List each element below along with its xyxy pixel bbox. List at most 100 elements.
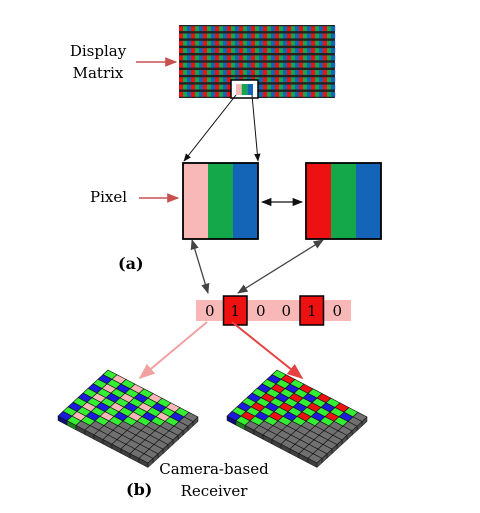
matrix-subpixel [283, 26, 288, 32]
camera-sensor-grid-off [57, 369, 199, 469]
matrix-subpixel [207, 48, 212, 53]
matrix-subpixel [231, 70, 236, 75]
matrix-subpixel [183, 33, 188, 39]
matrix-subpixel [279, 48, 284, 53]
matrix-subpixel [203, 48, 208, 53]
matrix-subpixel [291, 33, 296, 39]
matrix-subpixel [243, 70, 248, 75]
matrix-subpixel [235, 55, 240, 61]
matrix-subpixel [267, 55, 272, 61]
matrix-subpixel [183, 40, 188, 46]
matrix-subpixel [207, 77, 212, 83]
matrix-subpixel [291, 55, 296, 61]
matrix-subpixel [303, 91, 308, 97]
matrix-subpixel [323, 55, 328, 61]
matrix-subpixel [263, 55, 268, 61]
matrix-subpixel [183, 84, 188, 90]
matrix-subpixel [311, 48, 316, 53]
matrix-subpixel [331, 77, 336, 83]
matrix-subpixel [183, 26, 188, 32]
matrix-subpixel [303, 62, 308, 68]
matrix-subpixel [219, 84, 224, 90]
matrix-subpixel [299, 33, 304, 39]
pixel-subpixel [233, 163, 259, 239]
matrix-subpixel [191, 70, 196, 75]
matrix-subpixel [227, 33, 232, 39]
matrix-subpixel [271, 26, 276, 32]
matrix-subpixel [199, 40, 204, 46]
matrix-subpixel [219, 55, 224, 61]
matrix-subpixel [319, 26, 324, 32]
matrix-subpixel [291, 40, 296, 46]
matrix-subpixel [239, 70, 244, 75]
matrix-subpixel [291, 62, 296, 68]
matrix-subpixel [191, 91, 196, 97]
matrix-subpixel [211, 55, 216, 61]
matrix-subpixel [199, 77, 204, 83]
matrix-subpixel [267, 62, 272, 68]
matrix-subpixel [191, 40, 196, 46]
highlighted-subpixel [241, 84, 248, 95]
matrix-subpixel [227, 84, 232, 90]
matrix-subpixel [183, 48, 188, 53]
matrix-subpixel [227, 91, 232, 97]
matrix-subpixel [207, 62, 212, 68]
matrix-subpixel [307, 91, 312, 97]
matrix-subpixel [187, 55, 192, 61]
matrix-subpixel [319, 33, 324, 39]
matrix-subpixel [231, 33, 236, 39]
matrix-subpixel [307, 70, 312, 75]
matrix-subpixel [239, 55, 244, 61]
matrix-subpixel [287, 70, 292, 75]
bit-value: 0 [332, 302, 342, 320]
matrix-subpixel [211, 91, 216, 97]
matrix-subpixel [223, 70, 228, 75]
matrix-subpixel [263, 40, 268, 46]
matrix-subpixel [255, 26, 260, 32]
matrix-subpixel [195, 55, 200, 61]
matrix-subpixel [327, 84, 332, 90]
matrix-subpixel [239, 33, 244, 39]
matrix-subpixel [303, 70, 308, 75]
matrix-subpixel [179, 55, 184, 61]
matrix-subpixel [219, 62, 224, 68]
matrix-subpixel [203, 40, 208, 46]
matrix-subpixel [271, 70, 276, 75]
matrix-subpixel [311, 55, 316, 61]
matrix-subpixel [231, 62, 236, 68]
matrix-subpixel [319, 55, 324, 61]
matrix-subpixel [191, 55, 196, 61]
matrix-subpixel [271, 77, 276, 83]
matrix-subpixel [275, 70, 280, 75]
matrix-subpixel [327, 26, 332, 32]
matrix-subpixel [323, 77, 328, 83]
matrix-subpixel [195, 77, 200, 83]
matrix-subpixel [307, 48, 312, 53]
matrix-subpixel [295, 91, 300, 97]
matrix-subpixel [199, 33, 204, 39]
matrix-subpixel [295, 26, 300, 32]
matrix-subpixel [207, 55, 212, 61]
matrix-subpixel [179, 48, 184, 53]
matrix-subpixel [259, 91, 264, 97]
matrix-subpixel [203, 70, 208, 75]
matrix-subpixel [239, 26, 244, 32]
matrix-subpixel [215, 62, 220, 68]
bit-value: 0 [281, 302, 291, 320]
matrix-subpixel [227, 77, 232, 83]
matrix-subpixel [287, 77, 292, 83]
matrix-subpixel [187, 48, 192, 53]
zoom-line-left [183, 94, 237, 162]
matrix-subpixel [299, 77, 304, 83]
matrix-subpixel [327, 55, 332, 61]
matrix-subpixel [243, 33, 248, 39]
matrix-subpixel [291, 70, 296, 75]
matrix-subpixel [195, 70, 200, 75]
matrix-subpixel [203, 33, 208, 39]
matrix-subpixel [195, 91, 200, 97]
matrix-subpixel [251, 62, 256, 68]
matrix-subpixel [315, 84, 320, 90]
pixel-state-off [182, 162, 259, 240]
matrix-subpixel [187, 62, 192, 68]
